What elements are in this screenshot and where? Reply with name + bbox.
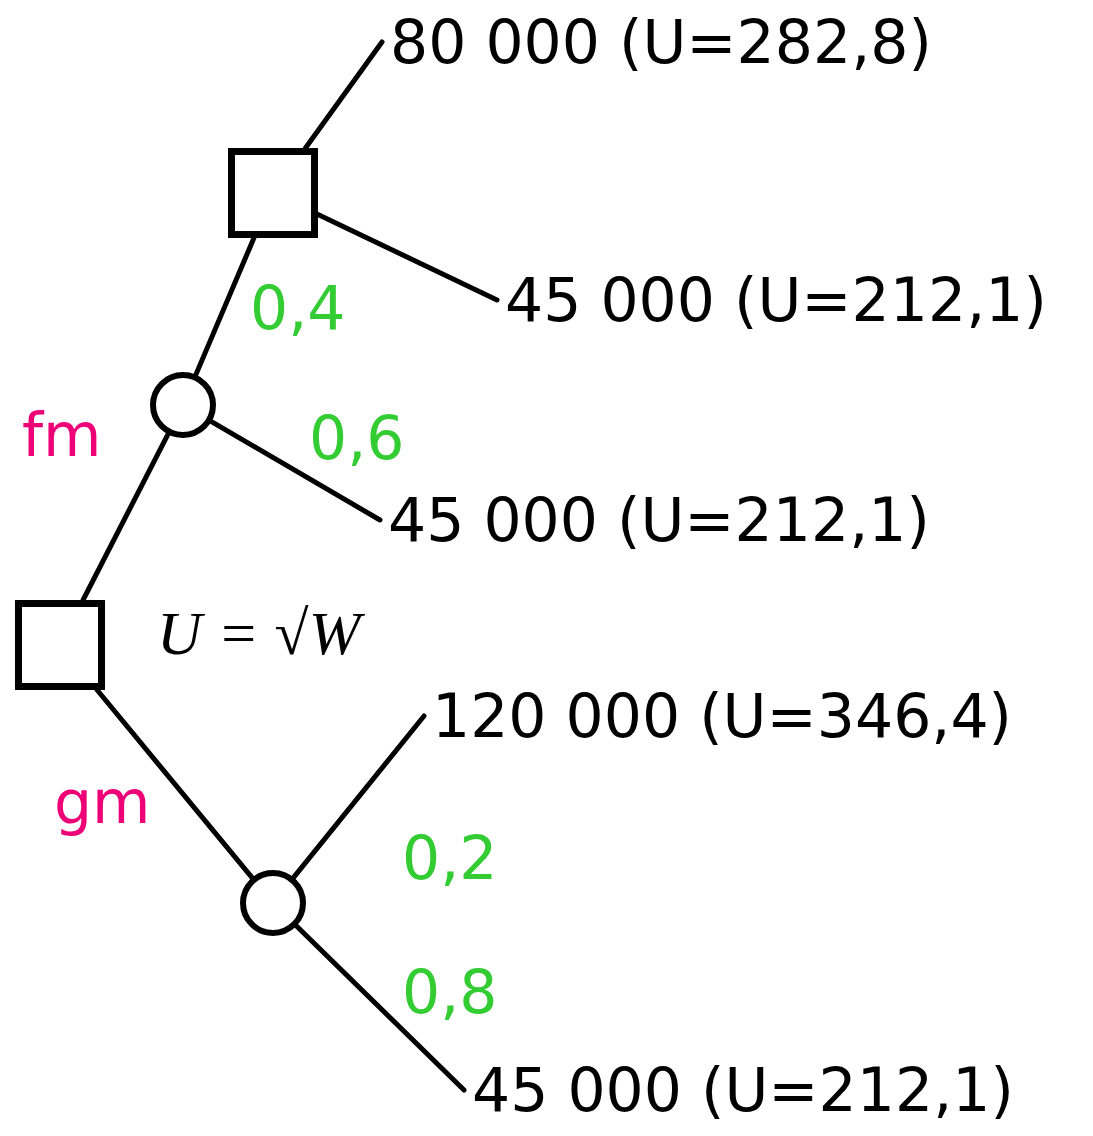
decision-node: U = √W [15, 600, 105, 690]
payoff-text: 80 000 (U=282,8) [390, 7, 932, 77]
branch-name: fm [20, 405, 104, 465]
chance-circle [149, 371, 217, 439]
payoff-text: 45 000 (U=212,1) [472, 1055, 1014, 1125]
chance-circle-outline [153, 375, 213, 435]
payoff-line: 120 000 (U=346,4) [432, 682, 1012, 751]
utility-formula: U = √W [157, 599, 360, 667]
branch-name: gm [52, 772, 153, 832]
outcome-value: 45 000 (U=212,1) [472, 1056, 1014, 1125]
probability: 0,6 [307, 408, 406, 468]
probability: 0,2 [400, 828, 499, 888]
outcome-value: 45 000 (U=212,1) [388, 486, 930, 555]
tree-branch [305, 42, 382, 148]
probability: 0,4 [248, 278, 347, 338]
payoff-line: 80 000 (U=282,8) [390, 8, 932, 77]
payoff-line: 45 000 (U=212,1) [505, 266, 1047, 335]
outcome-value: 45 000 (U=212,1) [505, 266, 1047, 335]
payoff-line: 45 000 (U=212,1) [388, 486, 930, 555]
decision-node [228, 148, 318, 238]
tree-branch [195, 238, 254, 377]
payoff-text: 45 000 (U=212,1) [388, 485, 930, 555]
chance-circle-outline [243, 873, 303, 933]
chance-node [149, 371, 217, 439]
outcome-value: 80 000 (U=282,8) [390, 8, 932, 77]
chance-circle [239, 869, 307, 937]
probability: 0,8 [400, 962, 499, 1022]
outcome-value: 120 000 (U=346,4) [432, 682, 1012, 751]
payoff-text: 45 000 (U=212,1) [505, 265, 1047, 335]
chance-node [239, 869, 307, 937]
payoff-line: 45 000 (U=212,1) [472, 1056, 1014, 1125]
payoff-text: 120 000 (U=346,4) [432, 681, 1012, 751]
